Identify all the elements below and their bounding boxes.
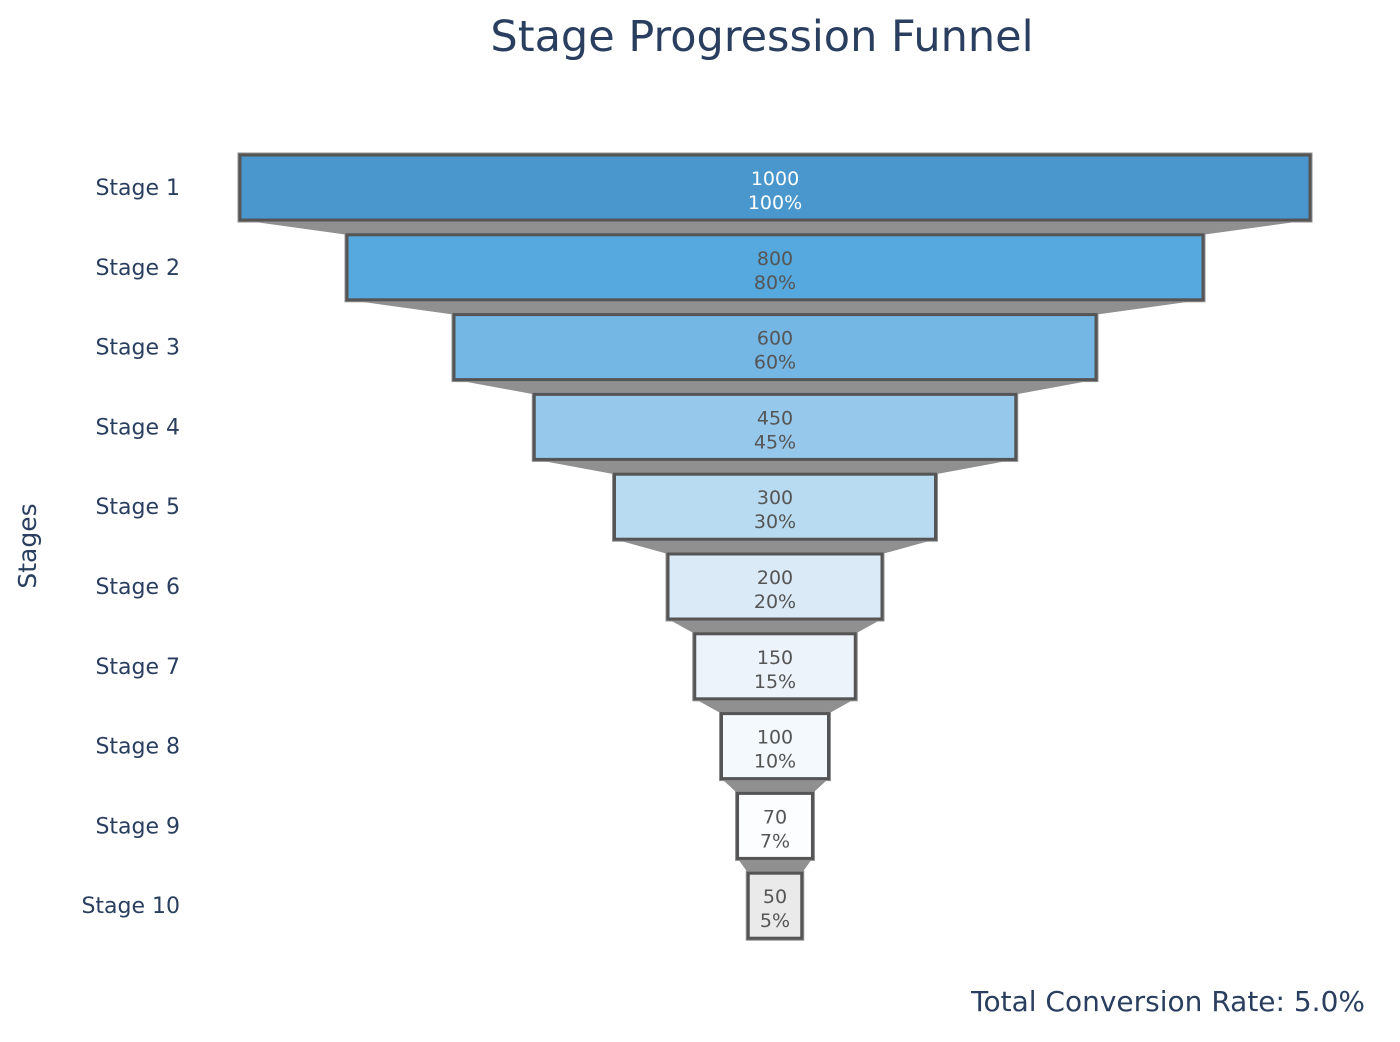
stage-label-7: Stage 7 [95,655,180,680]
funnel-bar-5 [613,472,937,541]
stage-label-8: Stage 8 [95,735,180,760]
funnel-bar-value-3: 600 [757,328,793,350]
funnel-bar-3 [452,313,1098,382]
funnel-bar-percent-5: 30% [754,511,796,533]
stage-label-9: Stage 9 [95,814,180,839]
funnel-bar-9 [736,791,814,860]
funnel-connector-1 [240,220,1310,235]
funnel-bar-percent-10: 5% [760,910,790,932]
funnel-bar-1 [238,153,1312,222]
chart-title: Stage Progression Funnel [490,12,1033,62]
funnel-bar-value-7: 150 [757,647,793,669]
funnel-connector-3 [454,379,1096,395]
funnel-connector-8 [721,778,829,794]
funnel-bar-percent-8: 10% [754,751,796,773]
funnel-bar-value-2: 800 [757,248,793,270]
funnel-connector-6 [668,619,882,634]
stage-label-6: Stage 6 [95,575,180,600]
funnel-bar-percent-3: 60% [754,352,796,374]
stage-label-3: Stage 3 [95,336,180,361]
funnel-bar-value-8: 100 [757,727,793,749]
funnel-connector-2 [347,299,1203,315]
funnel-bar-7 [693,632,857,701]
funnel-connector-7 [694,698,856,714]
stage-label-1: Stage 1 [95,176,180,201]
total-conversion-rate-label: Total Conversion Rate: 5.0% [970,985,1365,1018]
stage-label-5: Stage 5 [95,495,180,520]
funnel-bar-value-1: 1000 [751,168,799,190]
funnel-bar-value-4: 450 [757,407,793,429]
funnel-connector-4 [534,459,1016,475]
y-axis-label: Stages [13,503,42,588]
funnel-connector-5 [614,539,936,554]
funnel-bar-percent-2: 80% [754,272,796,294]
funnel-bar-10 [746,871,804,940]
funnel-bar-percent-7: 15% [754,671,796,693]
funnel-bar-value-5: 300 [757,487,793,509]
funnel-bar-8 [720,712,830,781]
funnel-bar-6 [666,552,884,621]
funnel-bar-value-10: 50 [763,886,787,908]
funnel-bar-percent-4: 45% [754,431,796,453]
funnel-bar-value-9: 70 [763,806,787,828]
funnel-bar-2 [345,233,1205,302]
funnel-bar-percent-1: 100% [748,192,802,214]
stage-label-10: Stage 10 [81,894,180,919]
funnel-bar-percent-9: 7% [760,830,790,852]
funnel-bar-percent-6: 20% [754,591,796,613]
funnel-bar-value-6: 200 [757,567,793,589]
stage-label-2: Stage 2 [95,256,180,281]
funnel-connector-9 [737,858,813,874]
funnel-bar-4 [532,392,1018,461]
stage-label-4: Stage 4 [95,415,180,440]
